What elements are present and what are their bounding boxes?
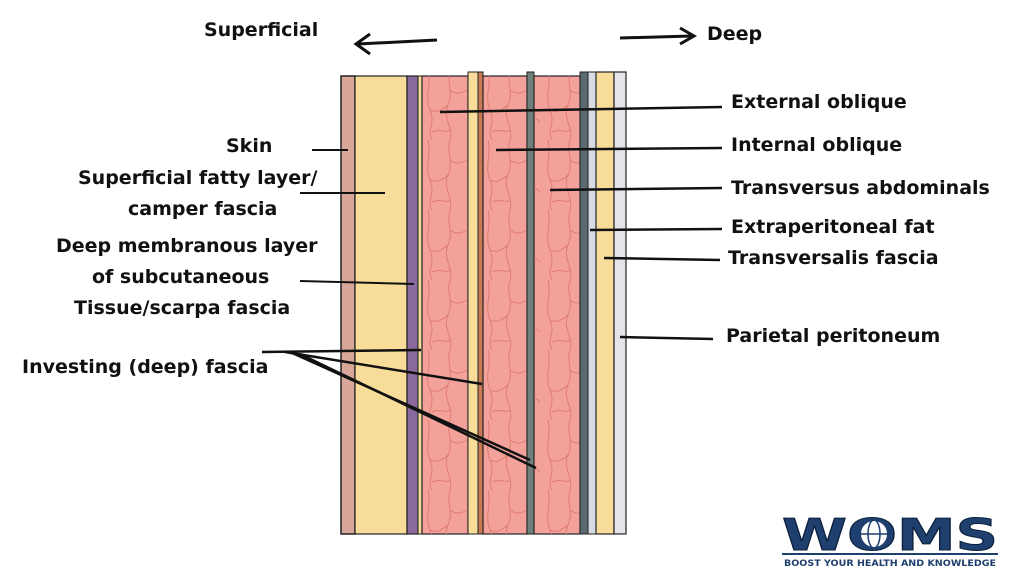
skin-layer [340,75,356,535]
membranous-label-line2: of subcutaneous [92,266,269,288]
extraperitoneal-fat-label: Extraperitoneal fat [731,216,935,238]
logo-underline [782,553,998,555]
transversus-pointer [549,186,723,192]
extraperitoneal-strip [587,71,597,535]
left-labels: Skin Superficial fatty layer/ camper fas… [22,135,537,470]
right-arrow-icon [619,26,698,46]
superficial-label: Superficial [204,19,318,41]
transversus-label: Transversus abdominals [731,177,990,199]
external-oblique-pointer [439,105,723,114]
investing-fascia-layer-1 [417,75,423,535]
internal-oblique-pointer [495,146,723,152]
left-arrow-icon [353,32,438,56]
parietal-peritoneum-label: Parietal peritoneum [726,325,940,347]
logo-tagline: BOOST YOUR HEALTH AND KNOWLEDGE [784,559,996,569]
extraperitoneal-fat-pointer [589,227,723,232]
parietal-peritoneum-layer [613,71,627,535]
logo-letters: WOMS [782,510,998,561]
transversalis-fascia-pointer [603,256,721,262]
parietal-peritoneum-pointer [619,335,714,341]
membranous-label-line3: Tissue/scarpa fascia [74,297,290,319]
woms-logo: WOMS BOOST YOUR HEALTH AND KNOWLEDGE [782,510,999,570]
external-oblique-fibers [422,76,468,534]
globe-icon [859,519,889,549]
extraperitoneal-fat-layer [595,71,615,535]
membranous-label-line1: Deep membranous layer [56,235,318,257]
membranous-layer [406,75,419,535]
direction-indicator: Superficial Deep [204,19,762,56]
right-labels: External oblique Internal oblique Transv… [439,91,990,347]
internal-oblique-fibers [483,76,527,534]
deep-label: Deep [707,23,762,45]
investing-fascia-label: Investing (deep) fascia [22,356,268,378]
intermuscular-fascia-1 [467,71,479,535]
internal-oblique-label: Internal oblique [731,134,902,156]
skin-label: Skin [226,135,272,157]
fatty-label-line1: Superficial fatty layer/ [78,167,318,189]
fatty-label-line2: camper fascia [128,198,277,220]
investing-fascia-pointers [261,348,537,470]
transversalis-fascia-label: Transversalis fascia [728,247,939,269]
membranous-pointer [299,280,415,285]
transversalis-fascia-layer [579,71,589,535]
superficial-fatty-layer [354,75,408,535]
tissue-layers [340,71,627,535]
transversus-fibers [534,76,580,534]
external-oblique-label: External oblique [731,91,907,113]
investing-fascia-layer-2 [477,71,484,535]
